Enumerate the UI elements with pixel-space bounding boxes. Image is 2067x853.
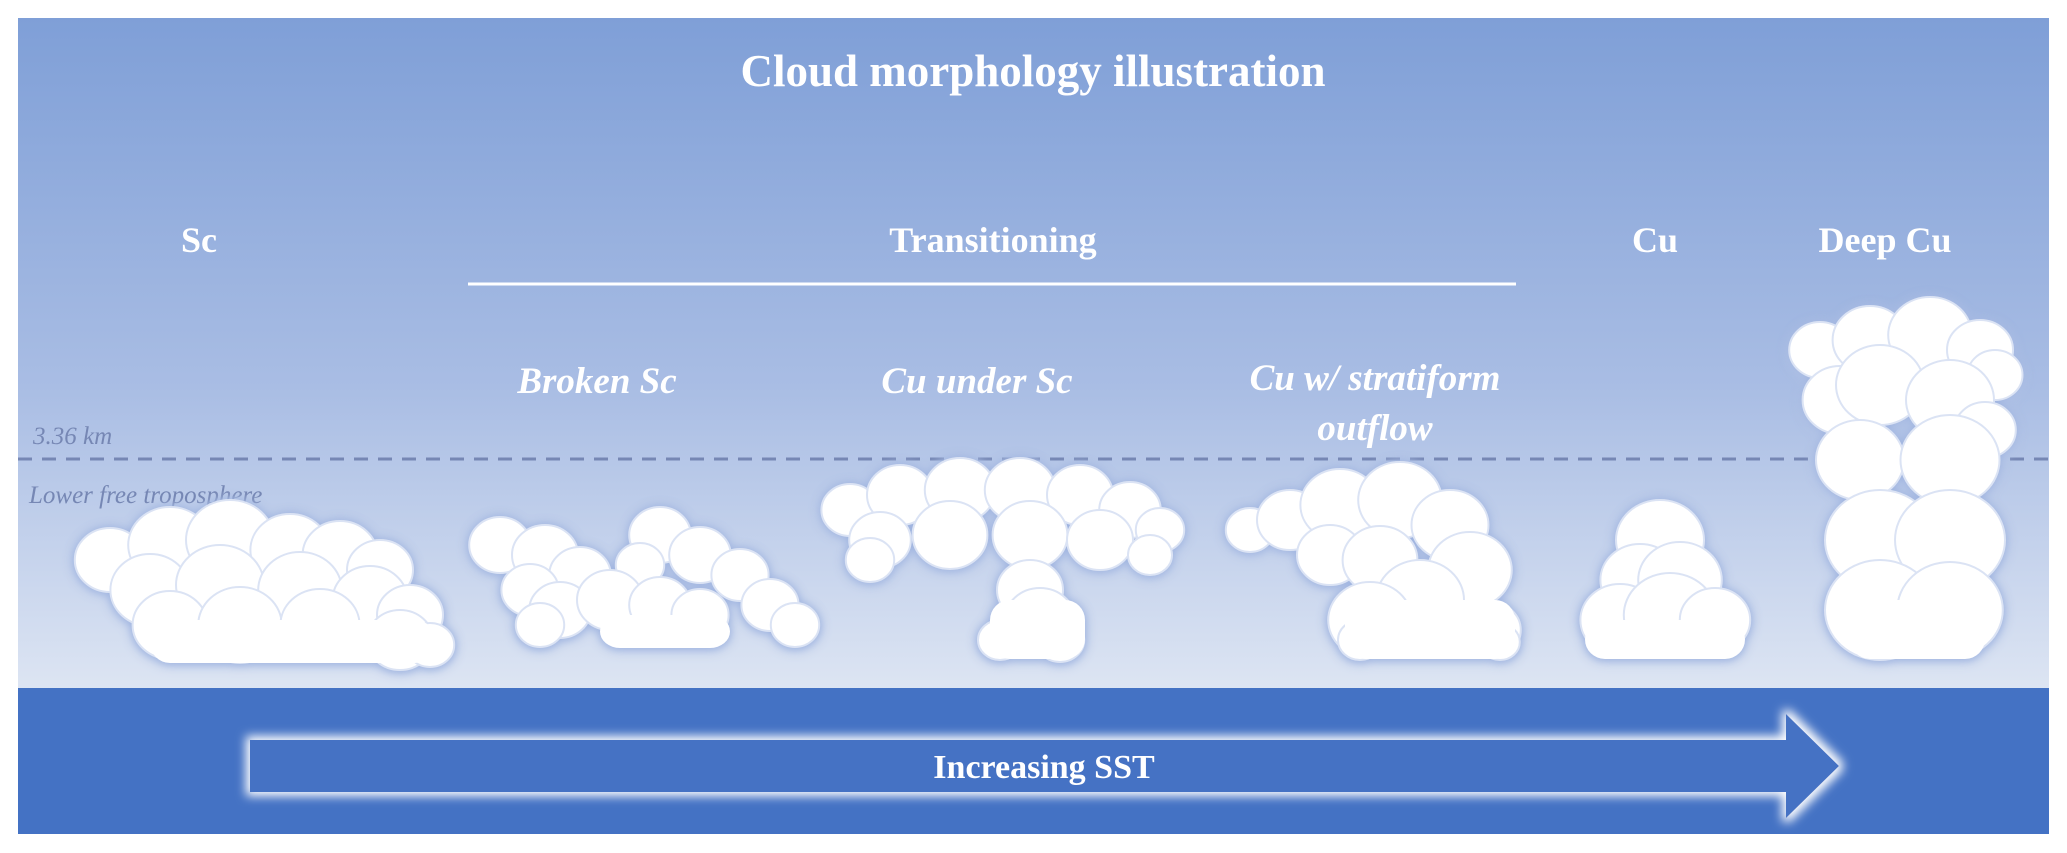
cloud-puff bbox=[911, 500, 989, 570]
figure-title: Cloud morphology illustration bbox=[740, 46, 1325, 96]
cloud-base bbox=[150, 620, 435, 663]
cloud-base bbox=[990, 600, 1085, 659]
cu-cloud bbox=[1579, 499, 1752, 659]
broken-sc-cloud bbox=[468, 506, 821, 648]
deep-cu-cloud bbox=[1788, 296, 2024, 661]
cloud-puff bbox=[769, 602, 821, 648]
subcategory-cu-under-sc: Cu under Sc bbox=[881, 361, 1072, 402]
height-label: 3.36 km bbox=[32, 423, 112, 450]
cu-under-sc-cloud bbox=[820, 457, 1186, 663]
cloud-puff bbox=[844, 537, 896, 583]
cloud-base bbox=[1585, 620, 1745, 659]
cloud-puff bbox=[991, 500, 1069, 570]
category-deep-cu: Deep Cu bbox=[1819, 220, 1952, 260]
cloud-puff bbox=[1127, 534, 1173, 576]
subcategory-cu-stratiform-line1: Cu w/ stratiform bbox=[1250, 358, 1501, 399]
sc-cloud bbox=[73, 499, 456, 671]
arrow-label: Increasing SST bbox=[933, 749, 1155, 786]
arrow-shape bbox=[250, 714, 1839, 818]
category-cu: Cu bbox=[1632, 220, 1678, 260]
cloud-puff bbox=[1815, 419, 1905, 501]
cloud-base bbox=[1345, 600, 1515, 659]
sst-arrow bbox=[250, 714, 1839, 818]
cloud-base bbox=[600, 615, 730, 648]
category-transitioning: Transitioning bbox=[889, 220, 1096, 260]
cloud-puff bbox=[1066, 509, 1134, 571]
cloud-base bbox=[1850, 600, 1985, 659]
cloud-puff bbox=[514, 602, 566, 648]
cu-stratiform-cloud bbox=[1224, 461, 1522, 661]
category-sc: Sc bbox=[181, 220, 217, 260]
subcategory-cu-stratiform-line2: outflow bbox=[1317, 408, 1432, 449]
subcategory-broken-sc: Broken Sc bbox=[516, 361, 676, 402]
